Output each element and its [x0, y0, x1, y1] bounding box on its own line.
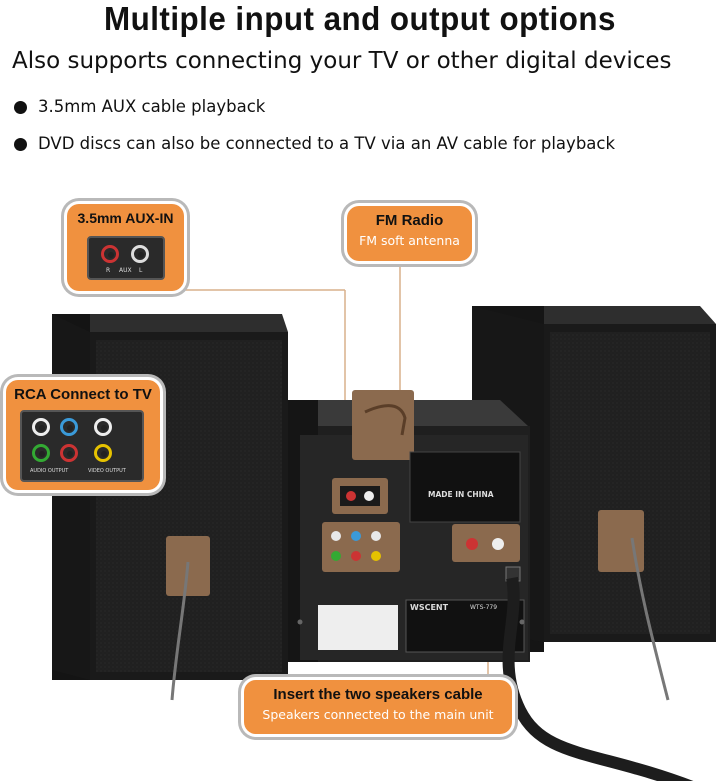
page-subtitle: Also supports connecting your TV or othe…	[12, 48, 672, 74]
aux-jack-label: R	[106, 267, 111, 274]
aux-right-jack-icon	[101, 245, 119, 263]
rca-callout: RCA Connect to TV AUDIO OUTPUT VIDEO OUT…	[6, 380, 160, 490]
fm-radio-callout: FM Radio FM soft antenna	[347, 206, 472, 261]
feature-item: DVD discs can also be connected to a TV …	[14, 131, 615, 168]
aux-left-jack-icon	[131, 245, 149, 263]
page-title: Multiple input and output options	[104, 0, 616, 37]
speakers-subtitle: Speakers connected to the main unit	[262, 707, 494, 722]
bullet-icon	[14, 101, 27, 114]
rca-jack-thumbnail: AUDIO OUTPUT VIDEO OUTPUT	[20, 410, 144, 482]
fm-radio-subtitle: FM soft antenna	[359, 233, 460, 248]
product-scene: MADE IN CHINA WSCENT WTS-779 3.5mm AUX-I…	[0, 190, 720, 781]
rca-title: RCA Connect to TV	[14, 386, 152, 403]
aux-jack-thumbnail: R AUX L	[87, 236, 165, 280]
feature-text: 3.5mm AUX cable playback	[38, 97, 266, 116]
feature-item: 3.5mm AUX cable playback	[14, 94, 615, 131]
feature-text: DVD discs can also be connected to a TV …	[38, 134, 616, 153]
rca-red-jack-icon	[60, 444, 78, 462]
aux-jack-label: AUX	[119, 267, 132, 274]
aux-jack-label: L	[139, 267, 143, 274]
bullet-icon	[14, 138, 27, 151]
fm-radio-title: FM Radio	[375, 212, 444, 229]
model-label: WTS-779	[470, 604, 498, 611]
product-illustration	[52, 260, 716, 781]
aux-in-title: 3.5mm AUX-IN	[77, 210, 174, 226]
rca-audio-label: AUDIO OUTPUT	[30, 468, 69, 474]
rca-green-jack-icon	[32, 444, 50, 462]
speakers-callout: Insert the two speakers cable Speakers c…	[244, 680, 512, 734]
aux-in-callout: 3.5mm AUX-IN R AUX L	[67, 204, 184, 291]
made-in-label: MADE IN CHINA	[428, 490, 494, 499]
feature-list: 3.5mm AUX cable playback DVD discs can a…	[14, 94, 615, 168]
speakers-title: Insert the two speakers cable	[273, 686, 483, 703]
rca-blue-jack-icon	[60, 418, 78, 436]
left-speaker	[52, 314, 288, 701]
brand-label: WSCENT	[410, 603, 449, 612]
rca-white-jack-icon	[32, 418, 50, 436]
rca-video-label: VIDEO OUTPUT	[88, 468, 126, 474]
main-unit	[288, 390, 694, 781]
rca-white-jack-icon	[94, 418, 112, 436]
rca-yellow-jack-icon	[94, 444, 112, 462]
